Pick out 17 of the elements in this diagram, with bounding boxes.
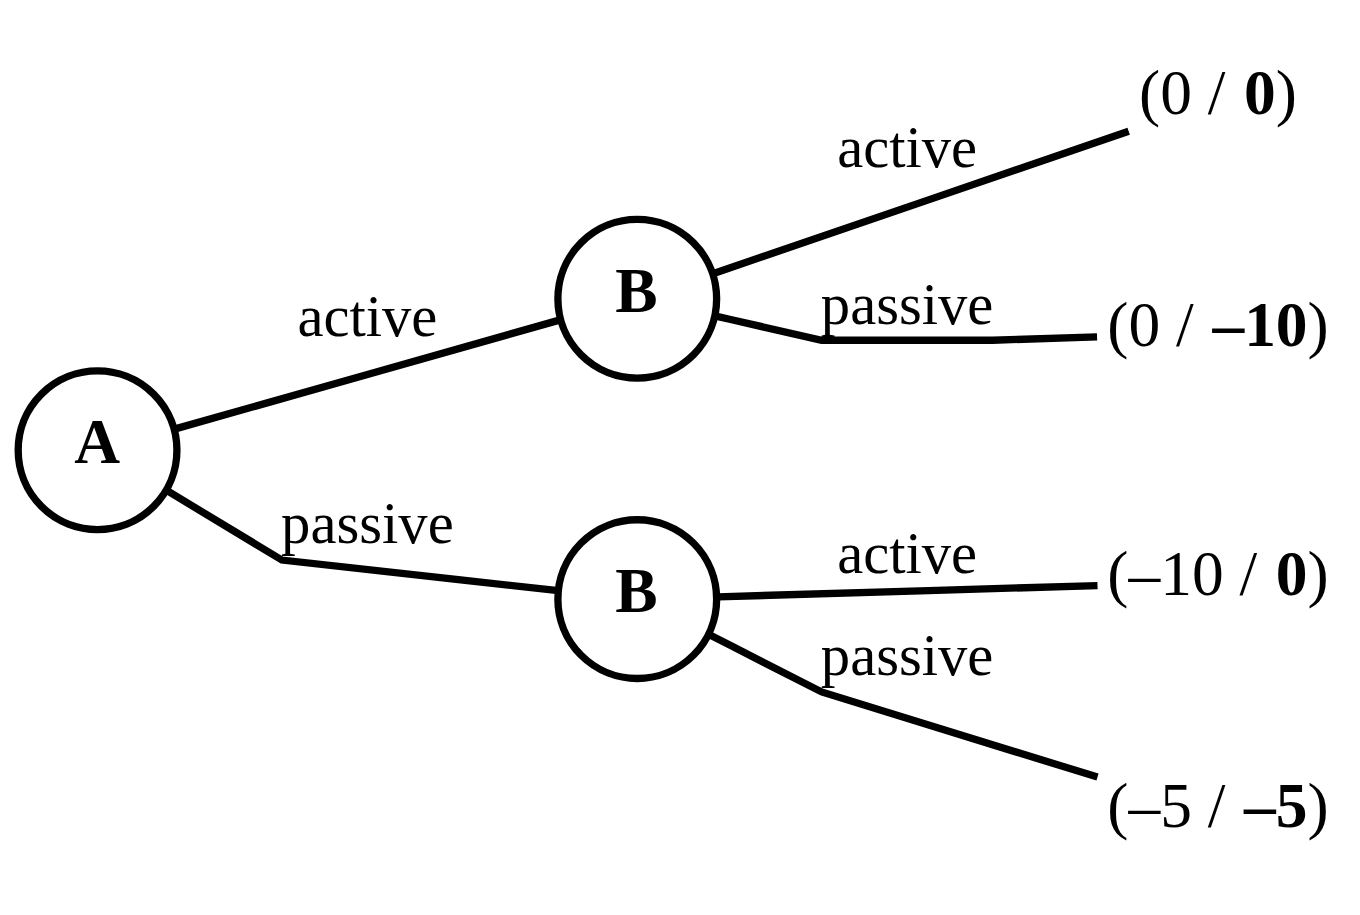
- edge-label: active: [297, 283, 438, 349]
- connector: [164, 487, 559, 595]
- node-text: (–10 / 0): [1107, 537, 1329, 609]
- edge-label: active: [837, 115, 978, 181]
- node-text: (–5 / –5): [1107, 770, 1329, 841]
- edge-label: passive: [820, 623, 994, 689]
- node-circle: B: [554, 215, 721, 382]
- connector: [715, 312, 1098, 344]
- node-circle: A: [14, 367, 181, 534]
- edge-label: passive: [820, 271, 994, 337]
- connector: [711, 127, 1130, 278]
- connector: [173, 316, 562, 433]
- edge-label: passive: [281, 491, 454, 557]
- edge-label: active: [837, 520, 978, 586]
- node-text: (0 / 0): [1139, 56, 1298, 128]
- node-circle: B: [554, 516, 721, 683]
- node-text: (0 / –10): [1107, 288, 1329, 360]
